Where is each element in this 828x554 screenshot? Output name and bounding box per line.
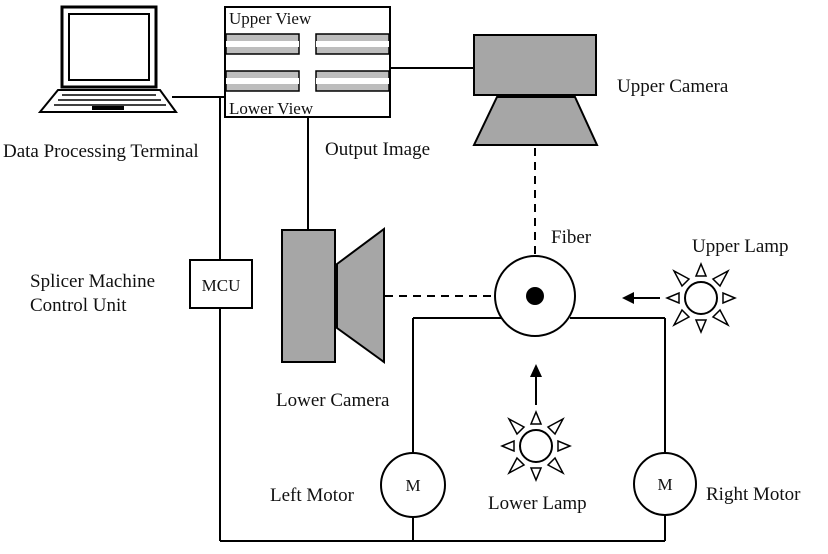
upper-camera-icon [472,34,599,146]
label-output-image: Output Image [325,139,430,160]
fiber-icon [494,255,576,337]
label-right-motor: Right Motor [706,484,801,505]
label-splicer-machine: Splicer Machine [30,271,155,292]
right-motor-icon [633,452,697,516]
label-lower-view: Lower View [229,99,314,118]
label-lower-lamp: Lower Lamp [488,493,587,514]
wiring [172,67,666,542]
label-upper-camera: Upper Camera [617,76,729,97]
lower-lamp-arrow [530,364,542,405]
left-motor-icon [380,452,446,518]
label-fiber: Fiber [551,227,592,248]
label-lower-camera: Lower Camera [276,390,390,411]
upper-lamp-icon [665,262,737,334]
upper-lamp-arrow [622,292,660,304]
lower-camera-icon [281,227,385,364]
lower-lamp-icon [500,410,572,482]
label-data-processing-terminal: Data Processing Terminal [3,141,199,162]
label-control-unit: Control Unit [30,295,127,316]
mcu-box [189,259,253,309]
label-mcu: MCU [202,276,241,295]
left-motor-symbol: M [405,476,420,495]
output-image-box [224,6,391,118]
label-upper-view: Upper View [229,9,312,28]
label-upper-lamp: Upper Lamp [692,236,789,257]
right-motor-symbol: M [657,475,672,494]
laptop-icon [37,5,178,113]
label-left-motor: Left Motor [270,485,355,506]
